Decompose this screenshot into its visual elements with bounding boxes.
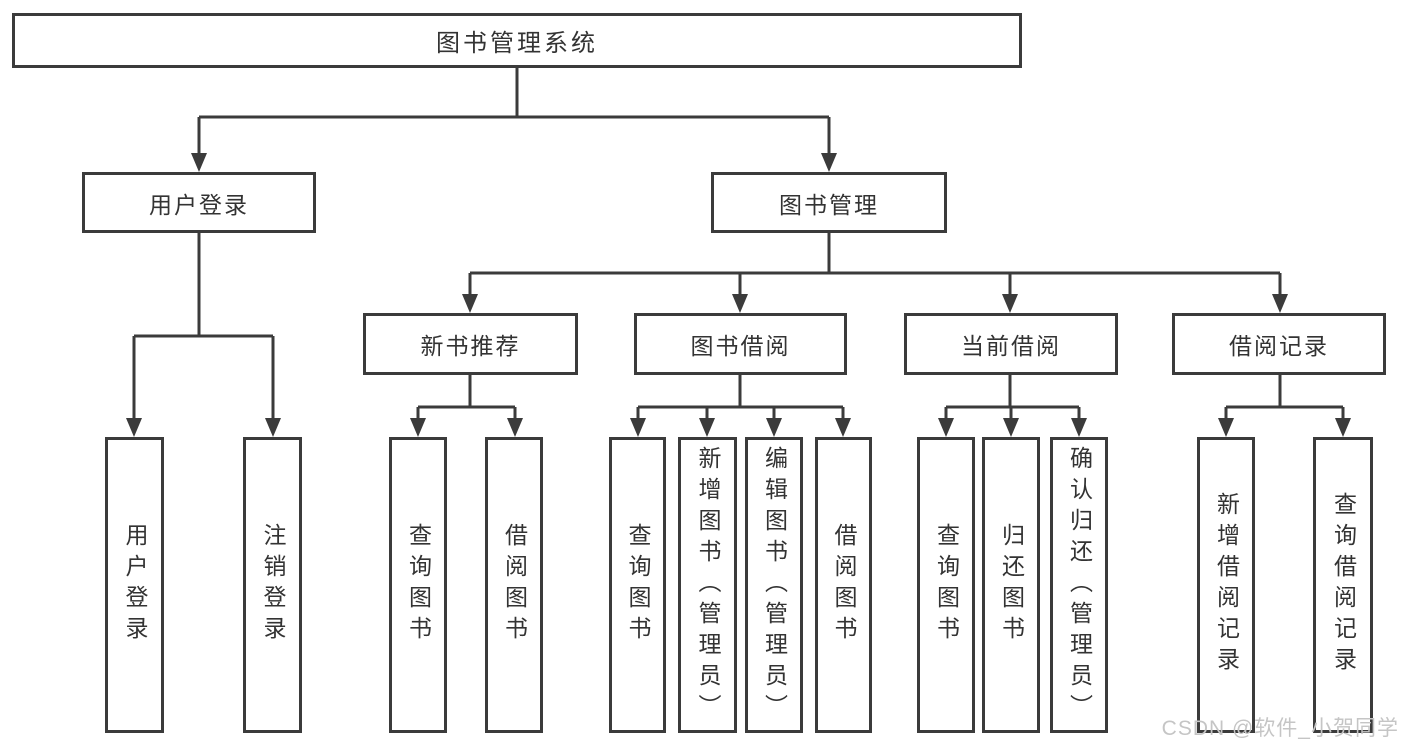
watermark: CSDN @软件_小贺同学: [1161, 717, 1399, 740]
connector-records-to-leaves: [1224, 375, 1345, 419]
leaf-add-borrow-record-label: 新增借阅记录: [1213, 492, 1240, 678]
connector-bookmgmt-to-level3: [468, 233, 1282, 295]
leaf-query-books-current-label: 查询图书: [933, 523, 960, 647]
connector-root-to-level2: [197, 68, 831, 154]
node-book-borrowing-label: 图书借阅: [690, 333, 791, 359]
node-new-book-recommendation-label: 新书推荐: [420, 333, 521, 359]
leaf-borrow-books-borrowing-label: 借阅图书: [831, 523, 857, 647]
leaf-borrow-books-recommend: 借阅图书: [485, 437, 543, 733]
node-book-management-label: 图书管理: [779, 191, 879, 218]
node-book-management: 图书管理: [711, 172, 947, 233]
leaf-confirm-return-admin: 确认归还（管理员）: [1050, 437, 1108, 733]
leaf-query-books-current: 查询图书: [917, 437, 975, 733]
leaf-confirm-return-admin-label: 确认归还（管理员）: [1066, 445, 1093, 725]
leaf-query-borrow-record: 查询借阅记录: [1313, 437, 1373, 733]
leaf-query-borrow-record-label: 查询借阅记录: [1330, 492, 1357, 678]
leaf-edit-book-admin-label: 编辑图书（管理员）: [761, 445, 788, 725]
node-user-login-label: 用户登录: [149, 191, 249, 218]
leaf-query-books-borrowing-label: 查询图书: [625, 523, 651, 647]
leaf-return-books-label: 归还图书: [998, 523, 1025, 647]
leaf-borrow-books-borrowing: 借阅图书: [815, 437, 872, 733]
node-new-book-recommendation: 新书推荐: [363, 313, 578, 375]
leaf-return-books: 归还图书: [982, 437, 1040, 733]
leaf-query-books-recommend-label: 查询图书: [405, 523, 432, 647]
leaf-user-login-label: 用户登录: [122, 523, 148, 647]
connector-userlogin-to-leaves: [132, 233, 275, 419]
leaf-add-borrow-record: 新增借阅记录: [1197, 437, 1255, 733]
leaf-add-book-admin-label: 新增图书（管理员）: [695, 445, 721, 725]
node-borrowing-records-label: 借阅记录: [1229, 333, 1329, 359]
leaf-borrow-books-recommend-label: 借阅图书: [501, 523, 528, 647]
node-current-borrowing-label: 当前借阅: [961, 333, 1061, 359]
node-book-borrowing: 图书借阅: [634, 313, 847, 375]
leaf-user-login: 用户登录: [105, 437, 164, 733]
leaf-add-book-admin: 新增图书（管理员）: [678, 437, 737, 733]
leaf-query-books-borrowing: 查询图书: [609, 437, 666, 733]
node-current-borrowing: 当前借阅: [904, 313, 1118, 375]
leaf-logout-label: 注销登录: [260, 523, 286, 647]
arrowheads: [126, 153, 1351, 437]
connector-newbook-to-leaves: [416, 375, 517, 419]
connector-borrowing-to-leaves: [636, 375, 845, 419]
node-library-system: 图书管理系统: [12, 13, 1022, 68]
node-borrowing-records: 借阅记录: [1172, 313, 1386, 375]
node-library-system-label: 图书管理系统: [436, 30, 598, 57]
leaf-edit-book-admin: 编辑图书（管理员）: [745, 437, 803, 733]
connector-current-to-leaves: [944, 375, 1081, 419]
node-user-login: 用户登录: [82, 172, 316, 233]
leaf-query-books-recommend: 查询图书: [389, 437, 447, 733]
leaf-logout: 注销登录: [243, 437, 302, 733]
